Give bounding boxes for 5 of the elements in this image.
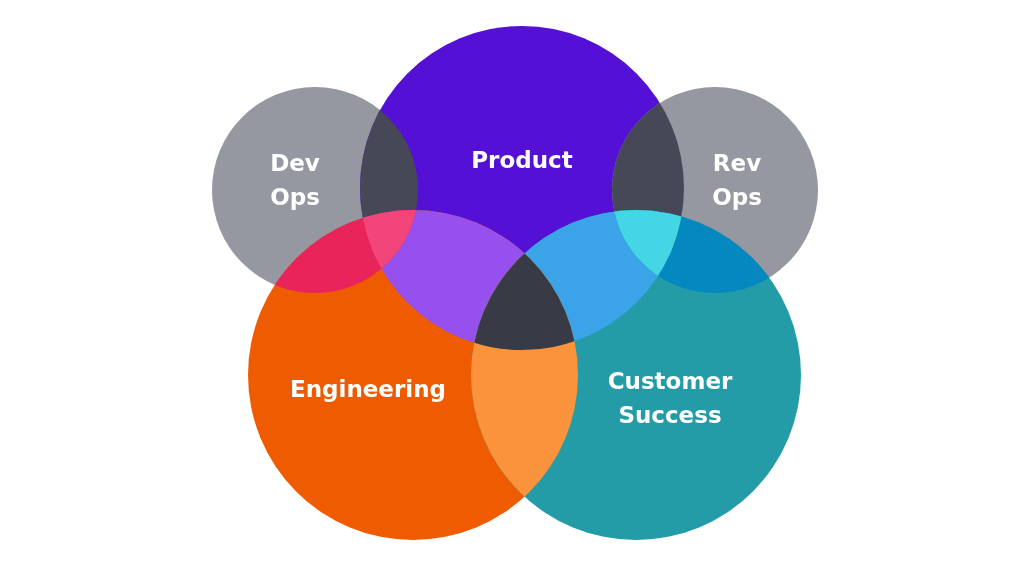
circle-label: Product <box>470 146 574 175</box>
circle-label: Customer Success <box>606 367 734 430</box>
circle-label: Engineering <box>288 375 448 404</box>
circle-label: Dev Ops <box>269 149 321 212</box>
circle-label: Rev Ops <box>711 149 763 212</box>
